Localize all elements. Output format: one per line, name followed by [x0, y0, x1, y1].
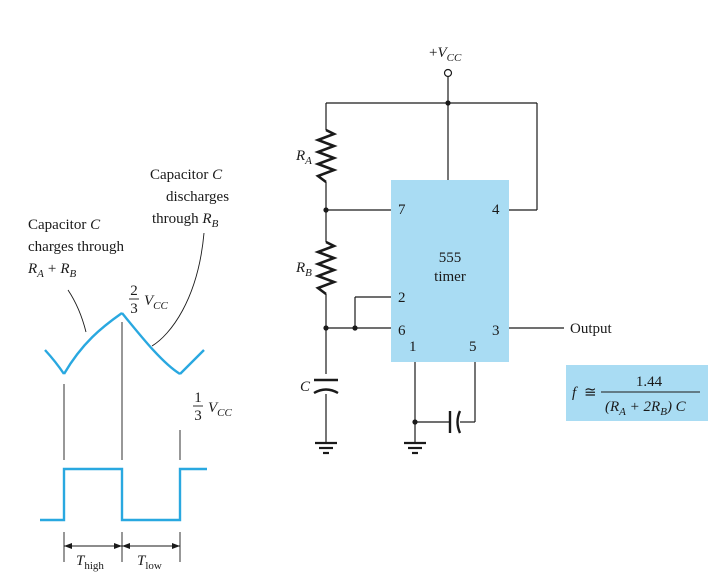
resistor-rb	[314, 240, 338, 296]
discharge-curve	[121, 312, 181, 376]
formula-denominator: (RA + 2RB) C	[605, 399, 687, 418]
resistor-ra	[314, 128, 338, 184]
pin-1: 1	[409, 339, 417, 355]
svg-text:3: 3	[194, 408, 202, 424]
junction	[445, 100, 451, 106]
formula-approx: ≅	[584, 385, 597, 401]
ra-label: RA	[295, 148, 312, 167]
control-capacitor	[448, 410, 462, 434]
frequency-formula-box	[566, 365, 708, 421]
c-label: C	[300, 379, 311, 395]
pin-2: 2	[398, 290, 406, 306]
junction	[323, 325, 329, 331]
svg-text:1: 1	[194, 390, 202, 406]
charge-curve	[62, 312, 123, 375]
charge-label-line3: RA+RB	[27, 261, 77, 280]
ground-symbol	[315, 441, 337, 455]
charge-label-line2: charges through	[28, 239, 124, 255]
discharge-label-line3: through RB	[152, 211, 219, 230]
two-thirds-vcc-label: 2 3 VCC	[129, 283, 169, 317]
vcc-label: +VCC	[429, 45, 462, 64]
capacitor-voltage-waveform	[44, 312, 205, 376]
formula-f: f	[572, 385, 578, 401]
left-discharge-tail	[44, 349, 65, 375]
output-square-wave	[40, 467, 207, 522]
discharge-label-line2: discharges	[166, 189, 229, 205]
wiring	[325, 77, 564, 443]
timer-chip	[391, 180, 509, 362]
discharge-leader-line	[151, 232, 205, 347]
one-third-vcc-label: 1 3 VCC	[193, 390, 233, 424]
period-dimension	[63, 532, 181, 562]
charge-leader-line	[67, 289, 87, 333]
junction	[412, 419, 418, 425]
svg-text:VCC: VCC	[144, 293, 169, 312]
t-low-label: Tlow	[137, 553, 162, 572]
square-wave	[40, 467, 207, 522]
chip-label-line2: timer	[434, 269, 466, 285]
junction	[352, 325, 358, 331]
pin-6: 6	[398, 323, 406, 339]
charge-label-line1: Capacitor C	[28, 217, 101, 233]
pin-3: 3	[492, 323, 500, 339]
capacitor-c	[313, 378, 339, 395]
pin-5: 5	[469, 339, 477, 355]
svg-text:3: 3	[130, 301, 138, 317]
right-charge-tail	[179, 349, 205, 375]
pin-4: 4	[492, 202, 500, 218]
svg-text:2: 2	[130, 283, 138, 299]
discharge-label-line1: Capacitor C	[150, 167, 223, 183]
ground-symbol	[404, 441, 426, 455]
chip-label-line1: 555	[439, 250, 462, 266]
t-high-label: Thigh	[76, 553, 104, 572]
vcc-terminal	[443, 68, 453, 78]
output-label: Output	[570, 321, 613, 337]
formula-numerator: 1.44	[636, 374, 663, 390]
junction	[323, 207, 329, 213]
rb-label: RB	[295, 260, 312, 279]
pin-7: 7	[398, 202, 406, 218]
svg-text:VCC: VCC	[208, 400, 233, 419]
